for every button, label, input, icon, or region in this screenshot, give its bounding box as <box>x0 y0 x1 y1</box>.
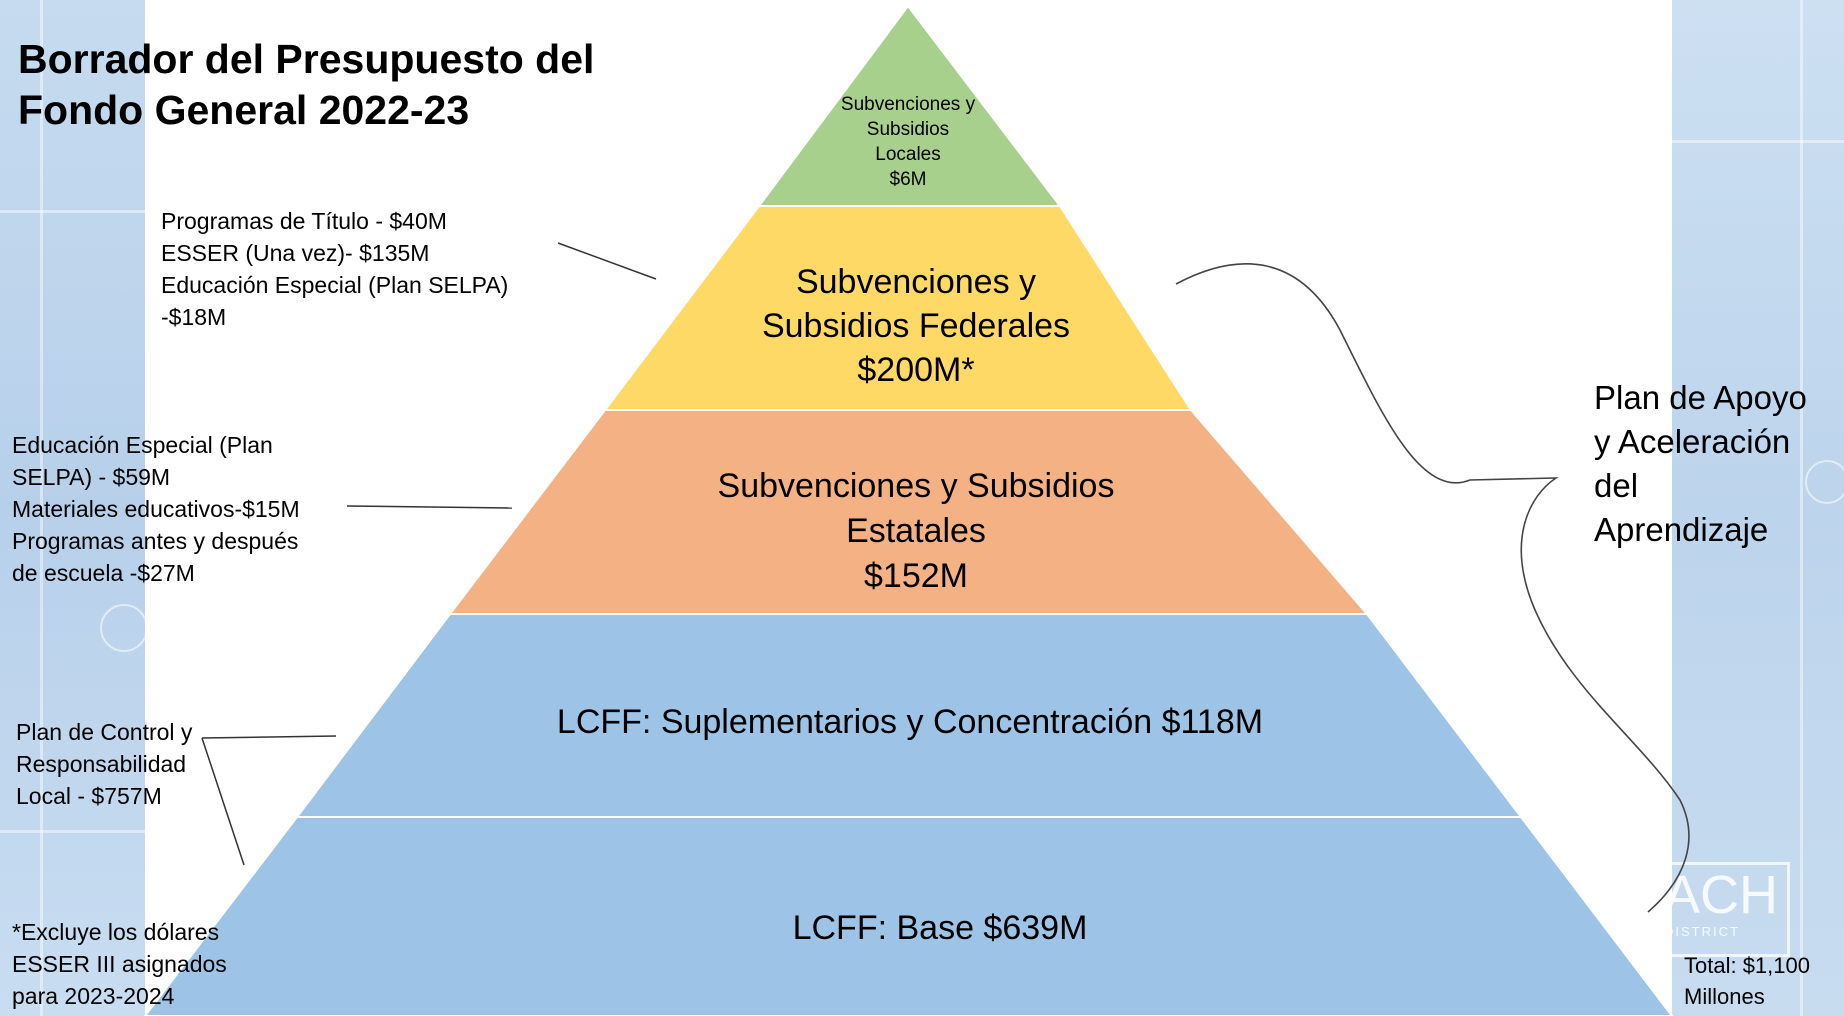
blueprint-line <box>40 0 43 1016</box>
connector-lcff-bottom <box>201 737 245 866</box>
blueprint-line <box>1800 0 1803 1016</box>
district-logo-watermark: ACH DISTRICT <box>1655 862 1790 957</box>
tier-lcff-base-label: LCFF: Base $639M <box>792 909 1088 947</box>
connector-federal <box>557 242 657 280</box>
lcff-detail-note: Plan de Control y Responsabilidad Local … <box>16 719 193 809</box>
footnote: *Excluye los dólares ESSER III asignados… <box>12 919 227 1009</box>
tier-lcff-base-shape <box>143 816 1674 1016</box>
connector-lcff-top <box>201 735 337 739</box>
tier-state-label: Subvenciones y Subsidios Estatales $152M <box>717 467 1115 595</box>
blueprint-line <box>1672 140 1844 143</box>
federal-detail-note: Programas de Título - $40M ESSER (Una ve… <box>161 208 509 330</box>
blueprint-line <box>0 210 145 213</box>
tier-local-label: Subvenciones y Subsidios Locales $6M <box>840 94 976 190</box>
background-right-panel <box>1672 0 1844 1016</box>
state-detail-note: Educación Especial (Plan SELPA) - $59M M… <box>12 432 300 586</box>
connector-state <box>346 505 513 509</box>
blueprint-circle <box>1805 460 1844 504</box>
learning-plan-brace <box>1175 263 1690 913</box>
learning-plan-label: Plan de Apoyo y Aceleración del Aprendiz… <box>1594 379 1807 548</box>
background-left-panel <box>0 0 145 1016</box>
tier-federal-label: Subvenciones y Subsidios Federales $200M… <box>761 263 1071 389</box>
tier-lcff-supplemental-label: LCFF: Suplementarios y Concentración $11… <box>556 703 1264 741</box>
total-label: Total: $1,100 Millones <box>1684 953 1810 1009</box>
blueprint-line <box>0 830 145 833</box>
page-title: Borrador del Presupuesto del Fondo Gener… <box>18 36 595 133</box>
blueprint-circle <box>100 604 148 652</box>
